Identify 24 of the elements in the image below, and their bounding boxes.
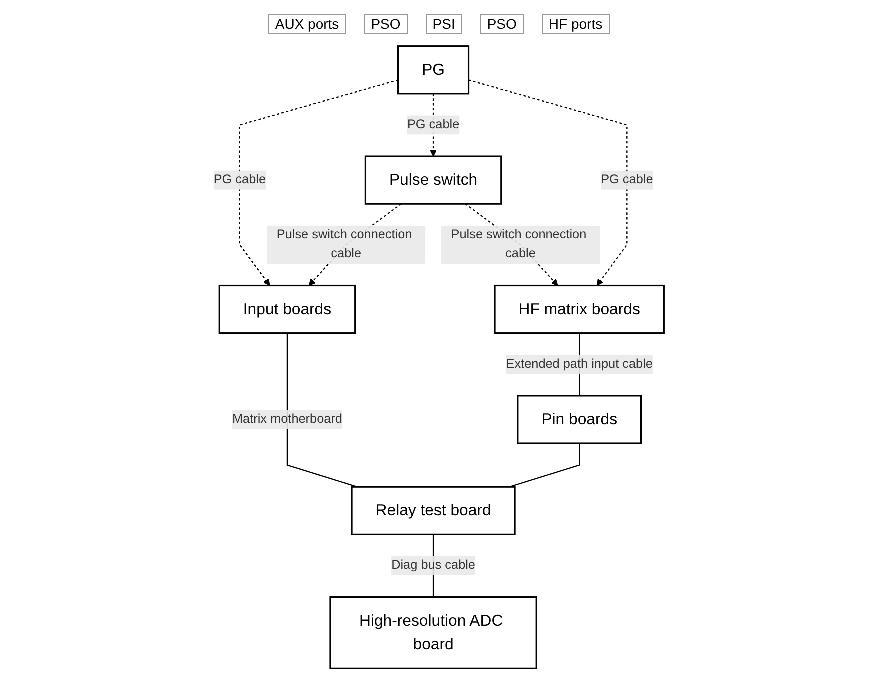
edge-label: Pulse switch connection cable xyxy=(276,228,412,261)
port-label: AUX ports xyxy=(268,14,346,34)
node-box: HF matrix boards xyxy=(494,284,665,334)
edge-label: PG cable xyxy=(601,173,654,187)
node-box: Input boards xyxy=(218,284,356,334)
edge-label: PG cable xyxy=(214,173,266,187)
edge-label: Pulse switch connection cable xyxy=(451,228,587,261)
port-label: PSO xyxy=(364,14,408,34)
node-box: Relay test board xyxy=(351,486,516,536)
port-label: HF ports xyxy=(542,14,610,34)
connector xyxy=(510,444,580,488)
edge-label: Extended path input cable xyxy=(506,358,653,371)
port-label: PSO xyxy=(480,14,524,34)
node-box: PG xyxy=(398,46,470,95)
node-box: Pulse switch xyxy=(364,156,502,205)
node-box: Pin boards xyxy=(517,395,642,444)
connector xyxy=(286,333,358,488)
arrow xyxy=(239,80,398,286)
arrow xyxy=(468,80,628,286)
edge-label: PG cable xyxy=(407,118,460,132)
edge-label: Diag bus cable xyxy=(392,558,476,572)
port-label: PSI xyxy=(426,14,462,34)
node-box: High-resolution ADC board xyxy=(330,596,538,670)
edge-label: Matrix motherboard xyxy=(232,412,342,426)
